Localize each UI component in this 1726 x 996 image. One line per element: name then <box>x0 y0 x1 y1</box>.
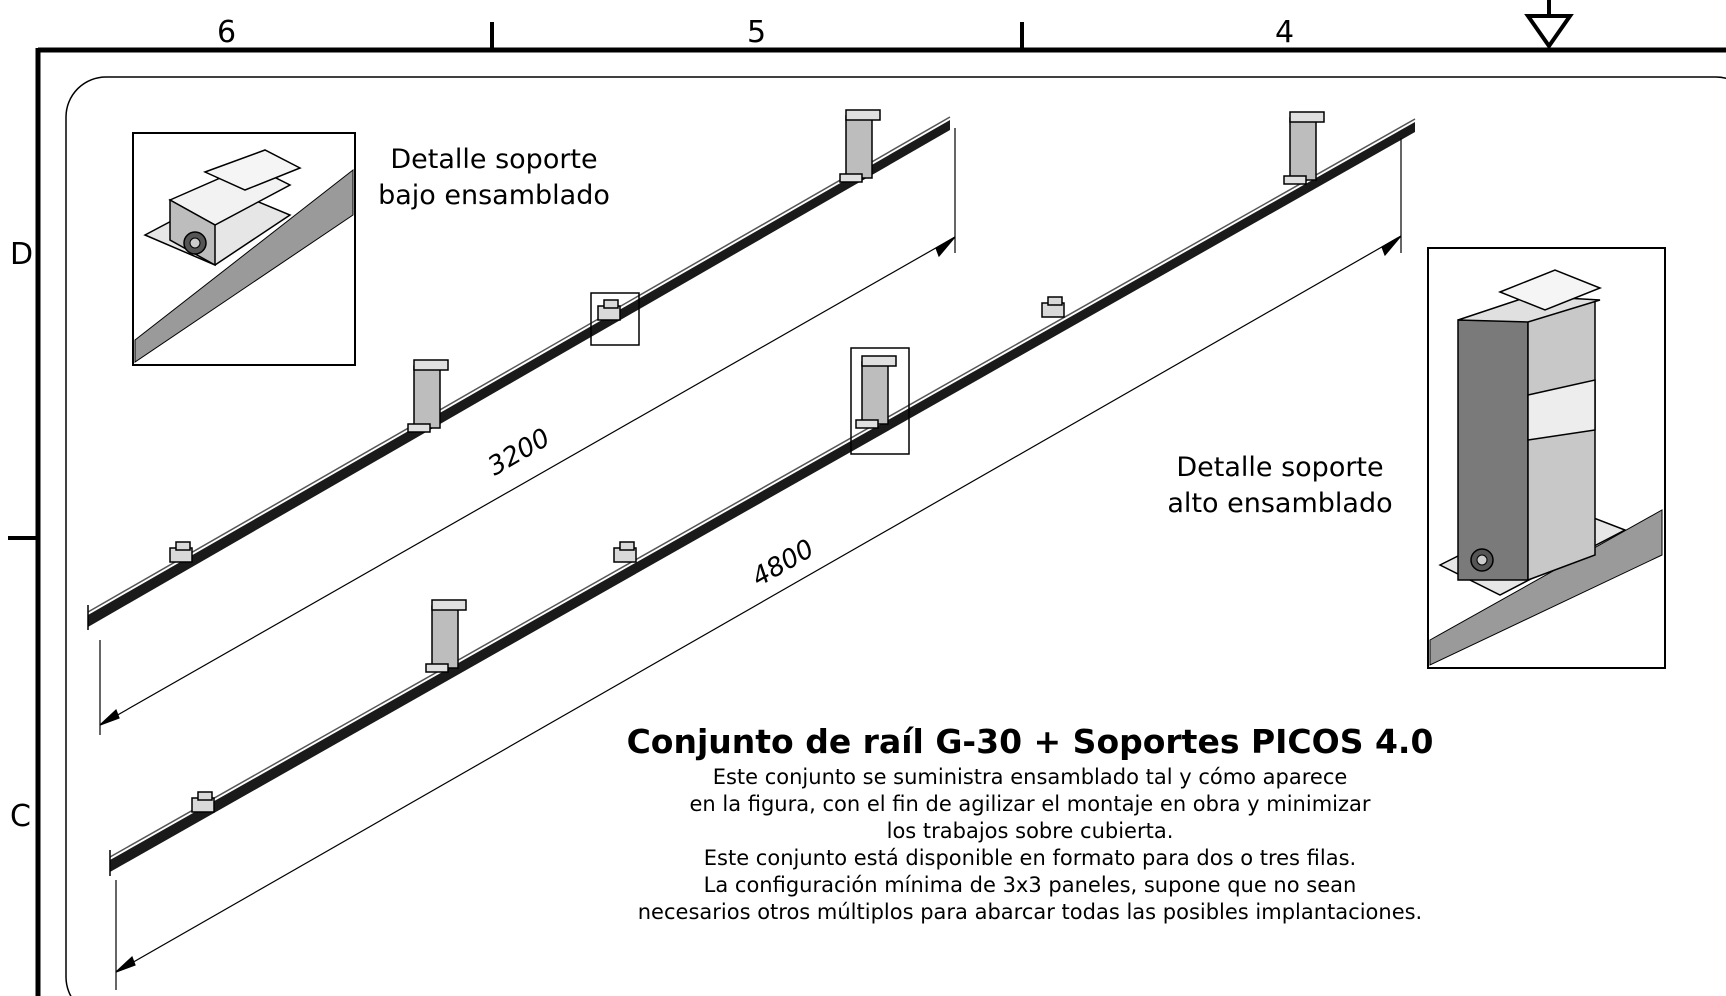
support-high <box>425 599 467 673</box>
rail-lower <box>109 118 1416 876</box>
support-high <box>855 355 897 429</box>
grid-row-label: C <box>10 799 31 834</box>
clip-low <box>191 791 215 813</box>
clip-low <box>597 299 621 321</box>
title-block: Conjunto de raíl G-30 + Soportes PICOS 4… <box>560 720 1500 926</box>
clip-low <box>169 541 193 563</box>
rail-upper <box>87 116 951 630</box>
description-line: los trabajos sobre cubierta. <box>886 819 1174 843</box>
dimension-lines <box>99 128 1402 990</box>
detail-caption-low: Detalle soporte bajo ensamblado <box>378 144 610 211</box>
clip-low <box>613 541 637 563</box>
detail-box-high <box>1427 247 1666 669</box>
grid-column-label: 4 <box>1275 15 1295 50</box>
grid-column-label: 6 <box>217 15 237 50</box>
description-line: Este conjunto está disponible en formato… <box>703 846 1357 870</box>
support-high <box>1283 111 1325 185</box>
assembly-title: Conjunto de raíl G-30 + Soportes PICOS 4… <box>626 722 1434 761</box>
description-line: en la figura, con el fin de agilizar el … <box>689 792 1371 816</box>
clip-low <box>1041 296 1065 318</box>
detail-callout-boxes <box>590 292 910 455</box>
grid-column-label: 5 <box>747 15 767 50</box>
high-supports <box>407 109 1325 673</box>
section-marker-icon <box>1524 0 1574 50</box>
detail-caption-high: Detalle soporte alto ensamblado <box>1167 452 1393 519</box>
detail-box-low <box>132 132 356 366</box>
grid-row-label: D <box>10 237 34 272</box>
support-high <box>407 359 449 433</box>
sheet-frame <box>8 0 1726 996</box>
description-line: necesarios otros múltiplos para abarcar … <box>637 900 1423 924</box>
support-high <box>839 109 881 183</box>
description-line: Este conjunto se suministra ensamblado t… <box>712 765 1348 789</box>
description-line: La configuración mínima de 3x3 paneles, … <box>703 873 1357 897</box>
low-clips <box>169 296 1065 813</box>
